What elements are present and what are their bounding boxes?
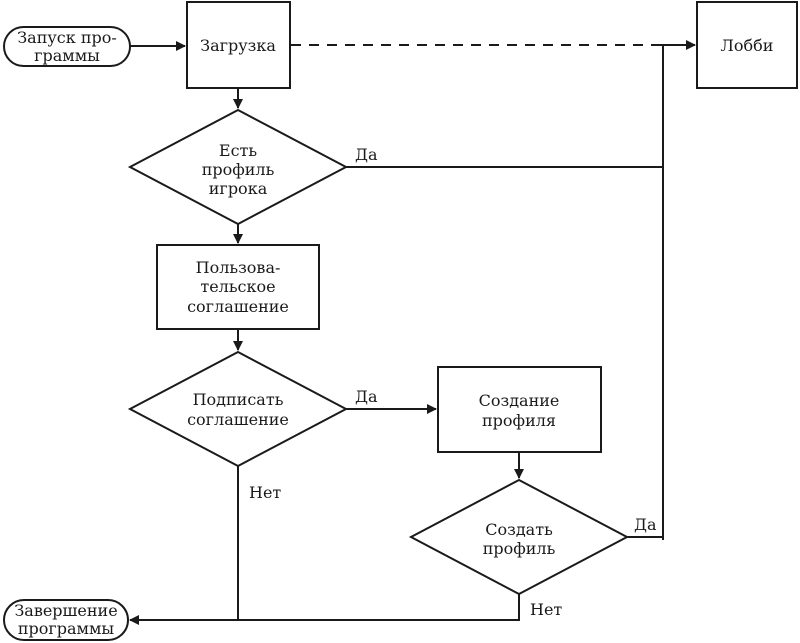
- edge-label-create-yes: Да: [634, 515, 657, 534]
- decision-shape: [127, 350, 349, 468]
- connectors: [129, 40, 696, 625]
- node-has-profile: Есть профиль игрока: [127, 108, 349, 226]
- edge-label-create-no: Нет: [530, 600, 562, 619]
- node-create-profile-decision-line-2: профиль: [483, 539, 556, 558]
- node-sign-agreement-line-1: Подписать: [193, 390, 284, 409]
- node-user-agreement-line-2: тельское: [200, 277, 275, 296]
- node-create-profile-step-line-2: профиля: [482, 411, 556, 430]
- node-lobby-label: Лобби: [721, 36, 774, 55]
- node-create-profile-decision-line-1: Создать: [485, 520, 553, 539]
- edge-label-sign-yes: Да: [355, 387, 378, 406]
- process-shape: [186, 1, 291, 89]
- node-create-profile-step: Создание профиля: [437, 366, 602, 453]
- process-shape: [437, 366, 602, 453]
- process-shape: [156, 244, 320, 330]
- node-user-agreement: Пользова- тельское соглашение: [156, 244, 320, 330]
- node-start-line-2: граммы: [34, 46, 100, 65]
- node-end-line-1: Завершение: [14, 601, 117, 620]
- node-start: Запуск про- граммы: [3, 26, 131, 67]
- decision-shape: [408, 478, 630, 596]
- node-create-profile-step-line-1: Создание: [479, 391, 560, 410]
- node-user-agreement-line-3: соглашение: [187, 297, 289, 316]
- terminator-shape: [3, 599, 129, 641]
- node-has-profile-line-2: профиль: [202, 160, 275, 179]
- node-lobby: Лобби: [696, 1, 798, 89]
- edge-label-sign-no: Нет: [249, 483, 281, 502]
- terminator-shape: [3, 26, 131, 67]
- node-end-line-2: программы: [18, 619, 115, 638]
- edge-create-no-to-end: [129, 594, 520, 625]
- node-has-profile-line-1: Есть: [219, 141, 257, 160]
- node-end: Завершение программы: [3, 599, 129, 641]
- edge-label-has-profile-yes: Да: [355, 145, 378, 164]
- node-sign-agreement-line-2: соглашение: [187, 410, 289, 429]
- node-create-profile-decision: Создать профиль: [408, 478, 630, 596]
- node-loading: Загрузка: [186, 1, 291, 89]
- process-shape: [696, 1, 798, 89]
- node-has-profile-line-3: игрока: [209, 179, 268, 198]
- decision-shape: [127, 108, 349, 226]
- node-start-line-1: Запуск про-: [17, 28, 117, 47]
- node-sign-agreement: Подписать соглашение: [127, 350, 349, 468]
- node-loading-label: Загрузка: [200, 36, 276, 55]
- node-user-agreement-line-1: Пользова-: [196, 258, 281, 277]
